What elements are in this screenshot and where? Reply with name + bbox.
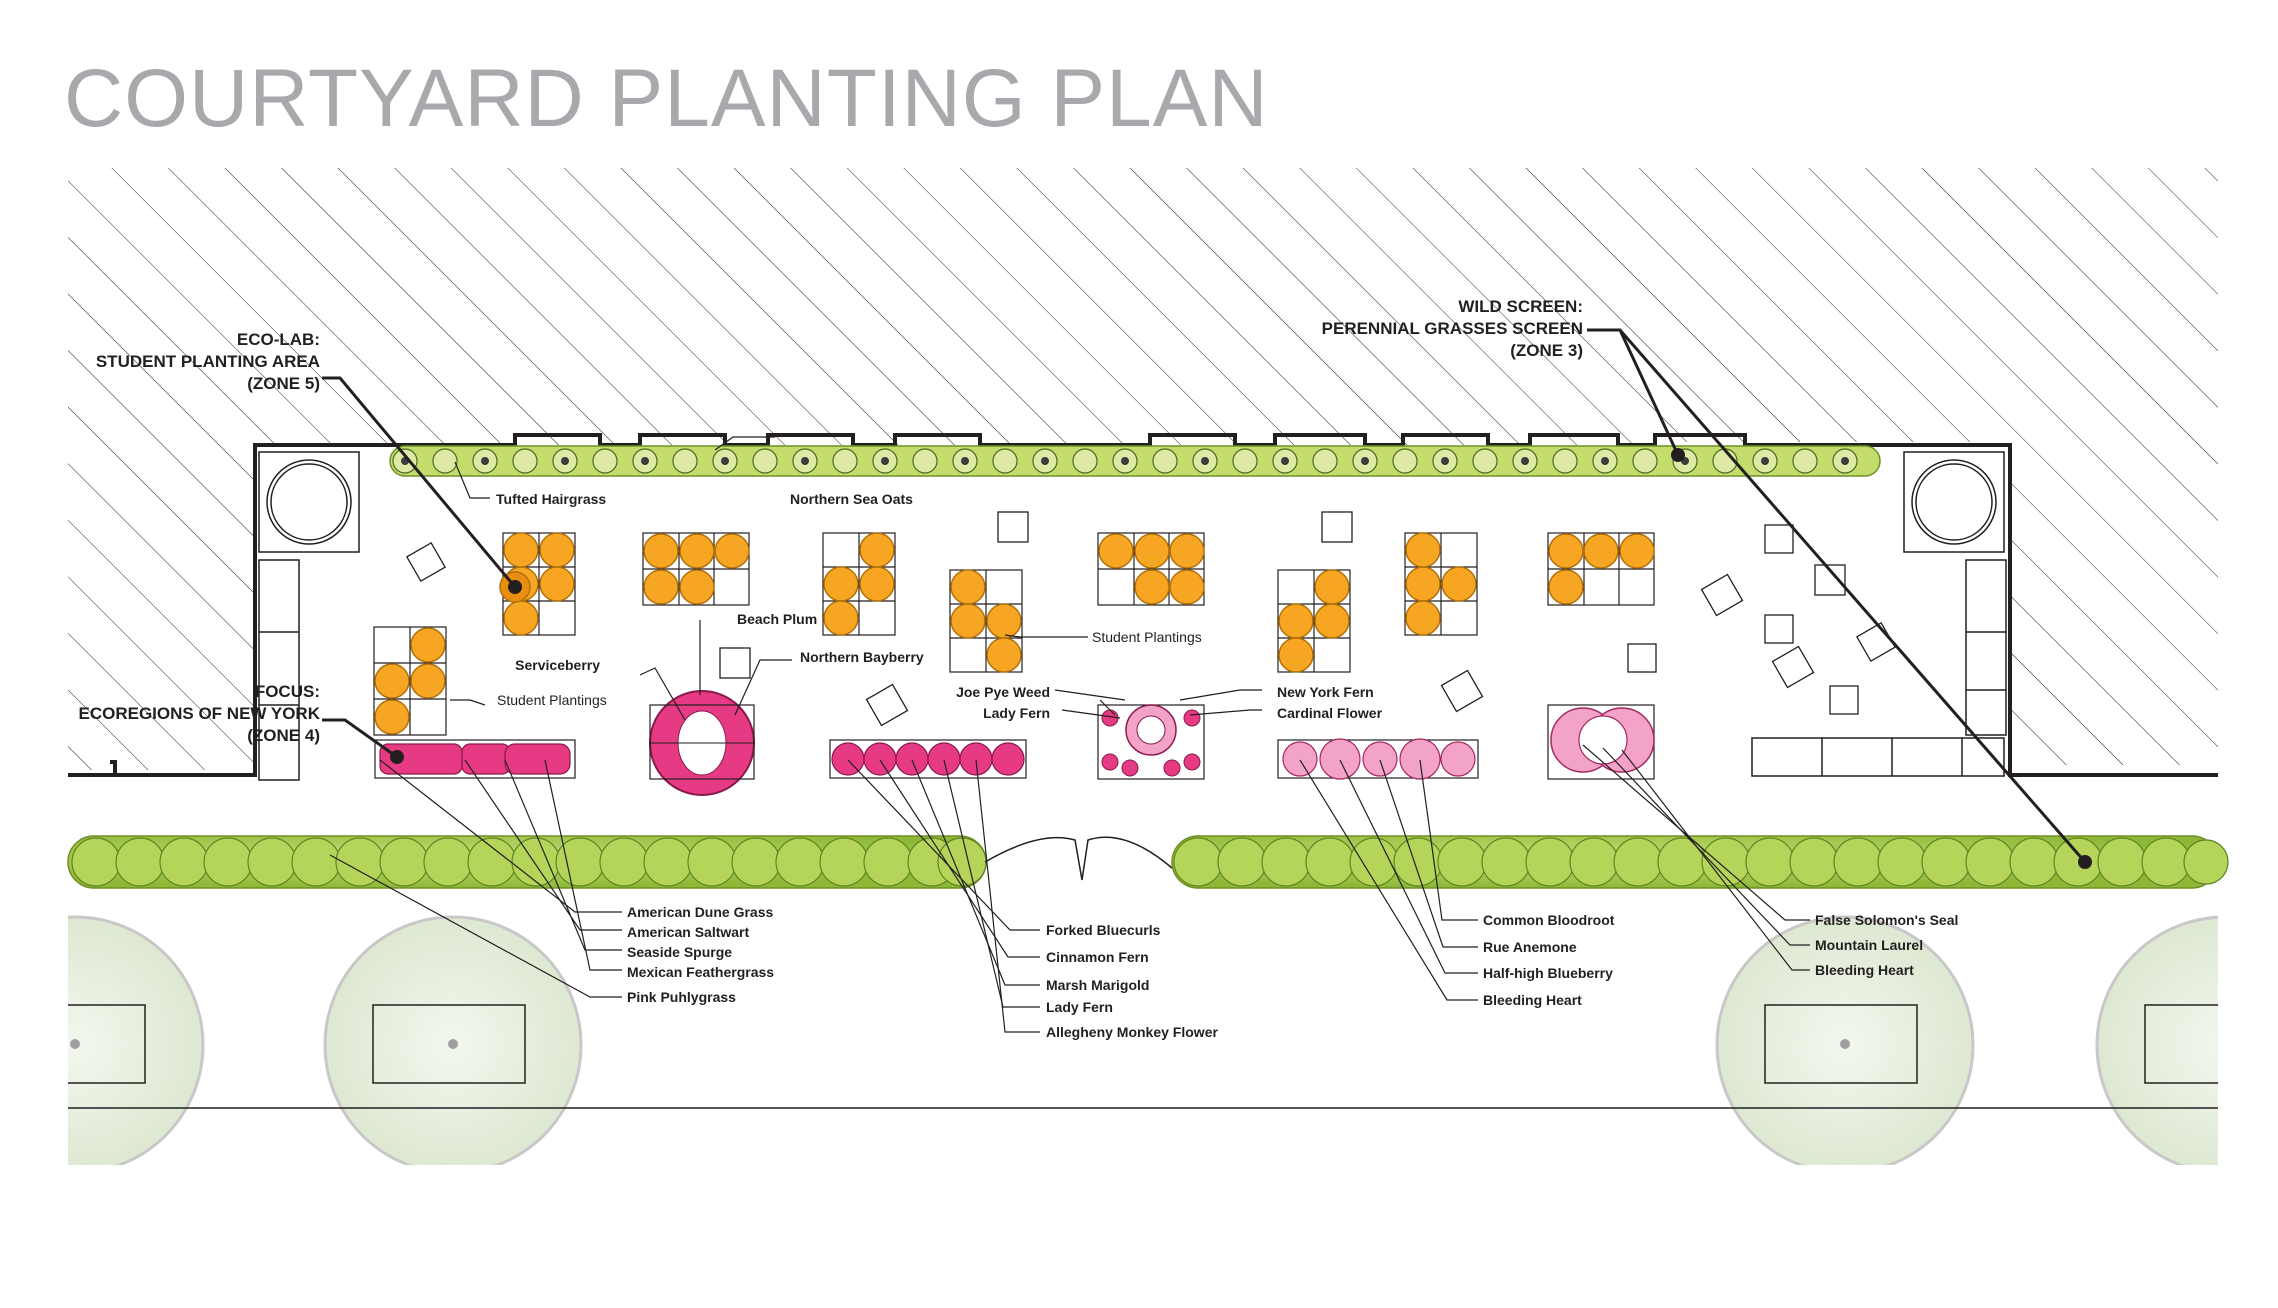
list-item: American Saltwart [627, 924, 749, 940]
corner-planters [258, 451, 2007, 781]
list-item: Cinnamon Fern [1046, 949, 1149, 965]
list-item: Bleeding Heart [1483, 992, 1582, 1008]
list-item: Rue Anemone [1483, 939, 1577, 955]
list-item: Common Bloodroot [1483, 912, 1615, 928]
callout-line: WILD SCREEN: [1458, 297, 1583, 316]
plant-list-far-right: False Solomon's Seal Mountain Laurel Ble… [1815, 912, 1958, 978]
street-trees [68, 915, 2218, 1165]
callout-line: (ZONE 3) [1510, 341, 1583, 360]
list-item: Half-high Blueberry [1483, 965, 1613, 981]
callout-focus: FOCUS: ECOREGIONS OF NEW YORK (ZONE 4) [79, 682, 321, 745]
building-outline [68, 433, 2218, 777]
label-serviceberry: Serviceberry [515, 657, 600, 673]
list-item: American Dune Grass [627, 904, 773, 920]
callout-wild-screen: WILD SCREEN: PERENNIAL GRASSES SCREEN (Z… [1322, 297, 1583, 360]
list-item: False Solomon's Seal [1815, 912, 1958, 928]
list-item: Pink Puhlygrass [627, 989, 736, 1005]
list-item: Bleeding Heart [1815, 962, 1914, 978]
label-student-plantings: Student Plantings [497, 692, 607, 708]
pavers [405, 511, 1897, 727]
leader-dots [390, 448, 2092, 869]
list-item: Forked Bluecurls [1046, 922, 1161, 938]
callout-line: FOCUS: [255, 682, 320, 701]
street-hedge [67, 835, 2229, 889]
callout-eco-lab: ECO-LAB: STUDENT PLANTING AREA (ZONE 5) [96, 330, 320, 393]
label-student-plantings: Student Plantings [1092, 629, 1202, 645]
list-item: Seaside Spurge [627, 944, 732, 960]
label-cardinal-flower: Cardinal Flower [1277, 705, 1383, 721]
student-planting-beds [373, 532, 1655, 736]
plant-list-mid: Forked Bluecurls Cinnamon Fern Marsh Mar… [1046, 922, 1218, 1040]
plant-list-right: Common Bloodroot Rue Anemone Half-high B… [1483, 912, 1615, 1008]
building-hatch [68, 168, 2218, 770]
list-item: Allegheny Monkey Flower [1046, 1024, 1218, 1040]
callout-line: (ZONE 4) [247, 726, 320, 745]
list-item: Mountain Laurel [1815, 937, 1923, 953]
label-northern-sea-oats: Northern Sea Oats [790, 491, 913, 507]
label-joe-pye-weed: Joe Pye Weed [956, 684, 1050, 700]
page-title: COURTYARD PLANTING PLAN [64, 53, 1269, 144]
callout-line: STUDENT PLANTING AREA [96, 352, 320, 371]
list-item: Marsh Marigold [1046, 977, 1149, 993]
plant-labels: Tufted Hairgrass Northern Sea Oats Beach… [496, 491, 1383, 721]
list-item: Lady Fern [1046, 999, 1113, 1015]
label-new-york-fern: New York Fern [1277, 684, 1374, 700]
label-northern-bayberry: Northern Bayberry [800, 649, 924, 665]
gate-arc [984, 836, 1173, 881]
plant-list-left: American Dune Grass American Saltwart Se… [627, 904, 774, 1005]
label-beach-plum: Beach Plum [737, 611, 817, 627]
label-lady-fern: Lady Fern [983, 705, 1050, 721]
list-item: Mexican Feathergrass [627, 964, 774, 980]
perennial-grasses-screen [389, 445, 1881, 477]
leader-lines [322, 328, 2087, 1033]
callout-line: ECO-LAB: [237, 330, 320, 349]
callout-line: (ZONE 5) [247, 374, 320, 393]
label-tufted-hairgrass: Tufted Hairgrass [496, 491, 606, 507]
callout-line: PERENNIAL GRASSES SCREEN [1322, 319, 1583, 338]
callout-line: ECOREGIONS OF NEW YORK [79, 704, 321, 723]
